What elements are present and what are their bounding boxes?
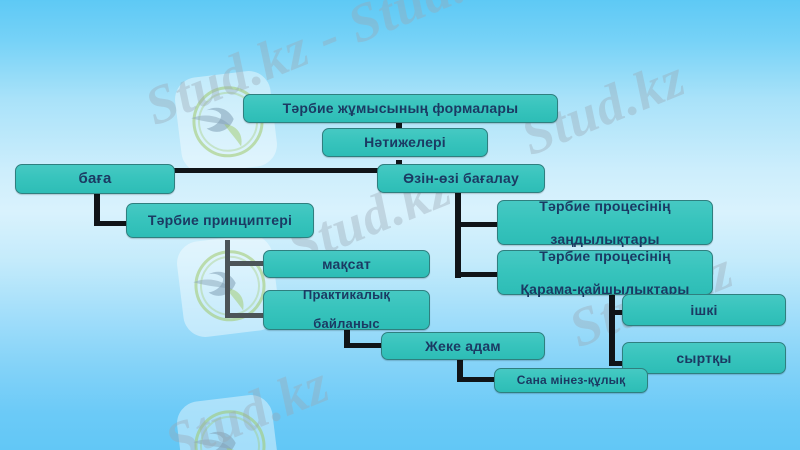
node-practical-connection[interactable]: Практикалық байланыс (263, 286, 430, 333)
node-label: Тәрбие жұмысының формалары (282, 100, 519, 117)
node-individual-person[interactable]: Жеке адам (381, 332, 545, 360)
node-self-assessment[interactable]: Өзін-өзі бағалау (377, 164, 545, 193)
connector-to-regularities (455, 222, 499, 227)
node-label-line-1: Практикалық (302, 286, 391, 302)
node-label: Жеке адам (425, 337, 501, 354)
connector-to-consciousness (457, 377, 497, 382)
node-label: Нәтижелері (364, 134, 446, 151)
node-label: сыртқы (676, 349, 732, 366)
node-label: ішкі (690, 301, 718, 318)
node-internal[interactable]: ішкі (622, 294, 786, 326)
connector-results-split-bar (94, 168, 458, 173)
node-label-line-2: байланыс (313, 316, 380, 332)
node-label: Тәрбие процесінің Қарама-қайшылықтары (504, 248, 706, 296)
connector-principles-vertical (225, 240, 230, 318)
node-label-line-2: Қарама-қайшылықтары (520, 280, 690, 297)
node-label: Сана мінез-құлық (516, 372, 626, 387)
node-grade[interactable]: баға (15, 164, 175, 194)
node-results[interactable]: Нәтижелері (322, 128, 488, 157)
node-process-regularities[interactable]: Тәрбие процесінің заңдылықтары (497, 198, 713, 247)
node-label-line-1: Тәрбие процесінің (539, 248, 671, 265)
node-label: Тәрбие принциптері (147, 212, 293, 229)
watermark-text: Stud.kz (156, 353, 338, 450)
node-consciousness-behaviour[interactable]: Сана мінез-құлық (494, 368, 648, 393)
node-label-line-1: Тәрбие процесінің (539, 198, 671, 215)
connector-person-down (457, 358, 463, 382)
node-forms-of-educational-work[interactable]: Тәрбие жұмысының формалары (243, 94, 558, 123)
node-label-line-2: заңдылықтары (550, 230, 660, 247)
node-process-contradictions[interactable]: Тәрбие процесінің Қарама-қайшылықтары (497, 248, 713, 297)
stud-kz-bird-logo (174, 392, 282, 450)
node-label: Практикалық байланыс (270, 286, 423, 333)
node-external[interactable]: сыртқы (622, 342, 786, 374)
connector-practice-down (344, 320, 350, 348)
node-education-principles[interactable]: Тәрбие принциптері (126, 203, 314, 238)
connector-to-person (344, 343, 384, 348)
connector-to-principles (94, 221, 138, 226)
node-label: Тәрбие процесінің заңдылықтары (504, 198, 706, 246)
connector-to-practice (225, 313, 265, 318)
node-label: мақсат (322, 255, 371, 272)
node-label: Өзін-өзі бағалау (403, 170, 519, 187)
connector-left-vertical (94, 168, 100, 226)
connector-to-contradictions (455, 272, 499, 277)
node-goal[interactable]: мақсат (263, 250, 430, 278)
node-label: баға (78, 170, 112, 188)
connector-contradictions-vertical (609, 288, 615, 366)
connector-to-maqsat (225, 261, 265, 266)
